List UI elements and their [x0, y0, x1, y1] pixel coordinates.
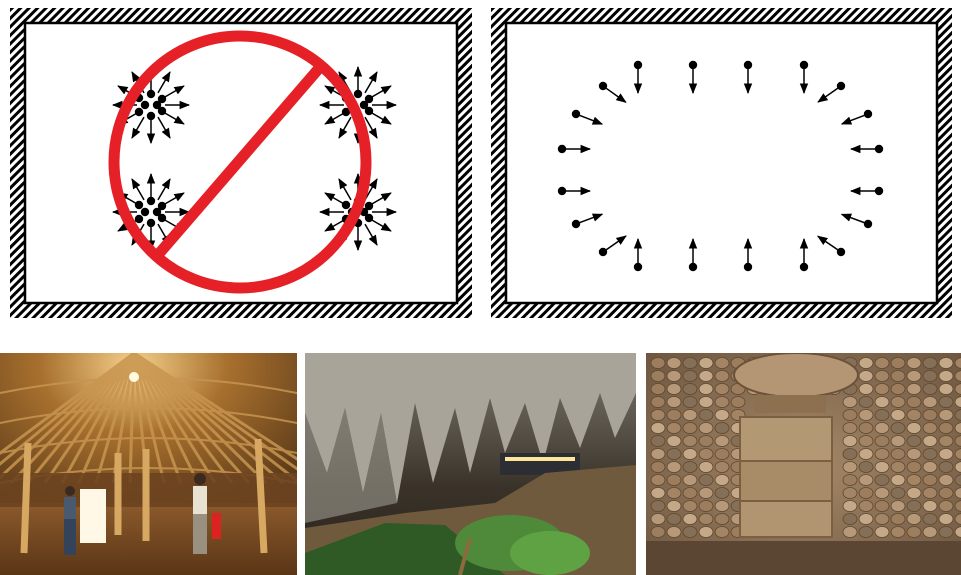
ring-point	[688, 60, 698, 70]
ring-point	[863, 219, 873, 229]
source-dot	[134, 107, 144, 117]
outward-arrow	[338, 178, 352, 201]
stalactites	[305, 353, 636, 503]
source-dot	[341, 107, 351, 117]
source-clusters	[111, 65, 398, 252]
inward-arrow	[579, 213, 604, 224]
outward-arrow	[157, 178, 171, 201]
outward-arrow	[162, 111, 185, 125]
outward-arrow	[131, 116, 145, 139]
source-dot	[157, 201, 167, 211]
diagram-clustered-sources	[10, 8, 472, 318]
ring-point	[743, 262, 753, 272]
inward-arrow	[605, 87, 627, 103]
ring-point	[598, 81, 608, 91]
ring-point	[863, 109, 873, 119]
ring-point	[836, 81, 846, 91]
inward-arrow	[605, 235, 627, 251]
outward-arrow	[364, 116, 378, 139]
ring-point	[598, 247, 608, 257]
ring-point	[571, 219, 581, 229]
ceiling-lamp	[129, 372, 139, 382]
prohibition-slash	[152, 62, 326, 260]
ring-point	[836, 247, 846, 257]
source-dot	[157, 213, 167, 223]
source-dot	[152, 100, 162, 110]
doorway-light	[80, 489, 106, 543]
prohibition-sign	[108, 30, 372, 294]
ring-sources	[557, 60, 884, 272]
outward-arrow	[157, 116, 171, 139]
inward-arrow	[840, 114, 865, 125]
foreground-plants	[305, 523, 505, 575]
ring-point	[874, 144, 884, 154]
cave-image	[305, 353, 636, 575]
ring-point	[557, 186, 567, 196]
outward-arrow	[131, 178, 145, 201]
inward-arrow	[817, 235, 839, 251]
source-dot	[157, 106, 167, 116]
inward-arrow	[840, 213, 865, 224]
source-dot	[140, 100, 150, 110]
source-dot	[341, 200, 351, 210]
source-dot	[364, 106, 374, 116]
ring-point	[633, 60, 643, 70]
ring-point	[633, 262, 643, 272]
back-slab	[739, 500, 833, 538]
inward-arrow	[817, 87, 839, 103]
chamber-floor	[646, 541, 961, 575]
ring-point	[799, 60, 809, 70]
round-hut-image	[0, 353, 297, 575]
source-dot	[146, 196, 156, 206]
ring-point	[874, 186, 884, 196]
inward-arrow	[579, 114, 604, 125]
source-dot	[146, 218, 156, 228]
room-floor	[504, 21, 939, 305]
ring-point	[743, 60, 753, 70]
capstone	[733, 353, 859, 398]
source-dot	[359, 100, 369, 110]
photo-round-hut-interior	[0, 353, 297, 575]
outward-arrow	[369, 192, 392, 206]
ring-point	[799, 262, 809, 272]
stone-chamber-image	[646, 353, 961, 575]
source-dot	[140, 207, 150, 217]
outward-arrow	[364, 223, 378, 246]
outward-arrow	[364, 71, 378, 94]
source-dot	[152, 207, 162, 217]
outward-arrow	[157, 71, 171, 94]
outward-arrow	[338, 116, 352, 139]
photo-stone-burial-chamber	[646, 353, 961, 575]
person-right	[193, 473, 207, 554]
source-dot	[364, 201, 374, 211]
ring-point	[571, 109, 581, 119]
source-dot	[134, 214, 144, 224]
outward-arrow	[369, 218, 392, 232]
source-dot	[364, 213, 374, 223]
outward-arrow	[364, 178, 378, 201]
walkway-lights	[505, 457, 575, 461]
source-dot	[146, 111, 156, 121]
outward-arrow	[162, 192, 185, 206]
source-dot	[134, 200, 144, 210]
outward-arrow	[369, 85, 392, 99]
fire-extinguisher	[212, 513, 221, 539]
source-dot	[364, 94, 374, 104]
source-dot	[353, 89, 363, 99]
source-dot	[157, 94, 167, 104]
outward-arrow	[162, 85, 185, 99]
outward-arrow	[369, 111, 392, 125]
source-dot	[146, 89, 156, 99]
diagram-clustered-sources-svg	[10, 8, 472, 318]
photo-limestone-cave	[305, 353, 636, 575]
diagram-ring-sources	[491, 8, 952, 318]
prohibition-circle	[108, 30, 372, 294]
diagram-ring-sources-svg	[491, 8, 952, 318]
ring-point	[557, 144, 567, 154]
ring-point	[688, 262, 698, 272]
person-left	[64, 486, 76, 555]
